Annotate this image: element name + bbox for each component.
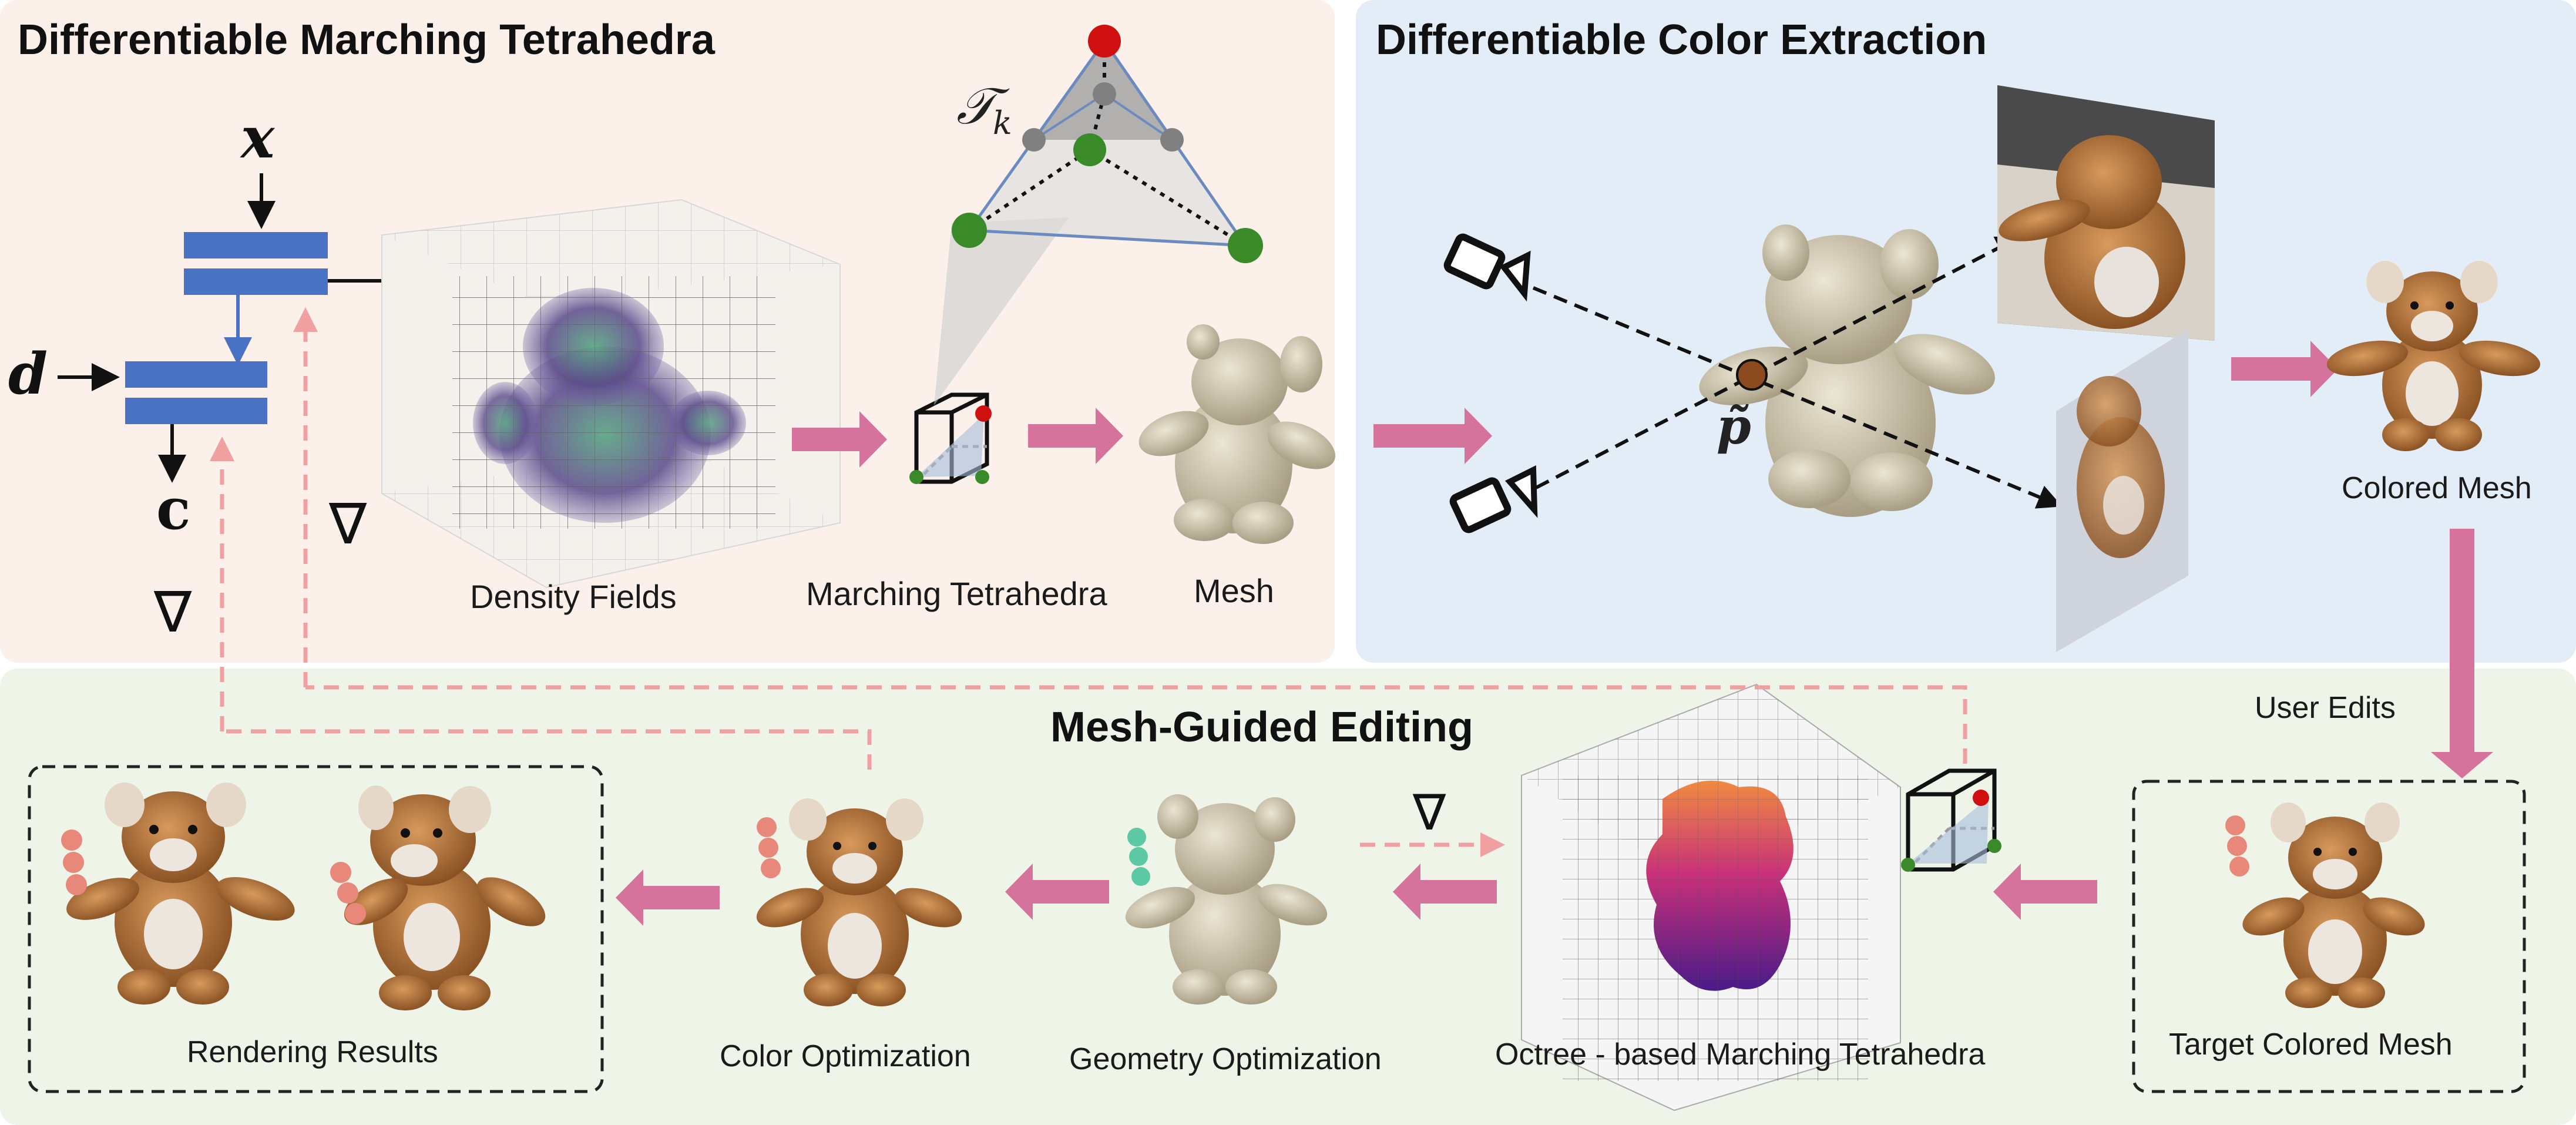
tetrahedron-zoom: 𝒯 k bbox=[952, 25, 1263, 263]
octree-mt-label: Octree - based Marching Tetrahedra bbox=[1495, 1037, 1985, 1072]
octree-grid bbox=[1521, 683, 1901, 1111]
extraction-teddy bbox=[1699, 224, 1995, 517]
rendering-results-label: Rendering Results bbox=[187, 1035, 438, 1069]
mlp-network: x d c ∇ ∇ bbox=[8, 105, 443, 731]
dce-panel-title: Differentiable Color Extraction bbox=[1376, 16, 1987, 63]
vertex-green-left bbox=[952, 213, 987, 248]
vertex-green-right bbox=[1228, 228, 1263, 263]
target-mesh-box bbox=[2132, 780, 2526, 1093]
dmt-panel-title: Differentiable Marching Tetrahedra bbox=[18, 16, 716, 63]
colored-mesh-teddy bbox=[2326, 261, 2541, 451]
octree-mt-cube bbox=[1901, 768, 2001, 872]
mlp-lower-block-top bbox=[125, 361, 267, 388]
flow-arrow-down-user-edits bbox=[2431, 529, 2493, 778]
marching-tet-cube bbox=[909, 392, 992, 484]
flow-arrow-mt-to-mesh bbox=[1028, 408, 1123, 464]
color-opt-teddy bbox=[756, 798, 962, 1006]
flow-arrow-to-dce bbox=[1373, 408, 1492, 464]
camera-top bbox=[1443, 233, 1531, 302]
vertex-gray-right bbox=[1160, 128, 1184, 152]
photo-view-top bbox=[1997, 85, 2215, 341]
density-field-grid bbox=[381, 199, 841, 589]
gradient-symbol-octree: ∇ bbox=[1412, 784, 1446, 841]
vertex-green-inner bbox=[1073, 133, 1106, 166]
dce-panel-bg bbox=[1356, 0, 2576, 663]
geometry-opt-teddy bbox=[1125, 794, 1328, 1005]
density-fields-label: Density Fields bbox=[470, 578, 677, 615]
mesh-label: Mesh bbox=[1194, 572, 1274, 609]
sample-point bbox=[1736, 359, 1768, 391]
flow-arrow-to-colored-mesh bbox=[2231, 341, 2338, 397]
render-teddy-2 bbox=[330, 785, 546, 1010]
target-teddy bbox=[2225, 802, 2425, 1008]
flow-arrow-to-rendering bbox=[616, 869, 720, 926]
d-input-symbol: d bbox=[8, 341, 48, 407]
flow-arrow-to-geometry bbox=[1393, 864, 1497, 920]
camera-bottom bbox=[1449, 465, 1538, 533]
colored-mesh-label: Colored Mesh bbox=[2342, 471, 2532, 505]
gradient-path-outer bbox=[305, 685, 1967, 764]
p-symbol: p̃ bbox=[1717, 397, 1751, 455]
mlp-upper-block-bottom bbox=[184, 268, 328, 295]
zoom-cone bbox=[934, 217, 1069, 405]
mlp-upper-block-top bbox=[184, 232, 328, 258]
vertex-gray-top bbox=[1093, 82, 1116, 106]
vertex-red bbox=[1088, 25, 1121, 58]
flow-arrow-target-to-octree bbox=[1993, 864, 2097, 920]
mlp-lower-block-bottom bbox=[125, 398, 267, 424]
tk-subscript: k bbox=[993, 105, 1012, 142]
flow-arrow-density-to-mt bbox=[792, 411, 887, 468]
x-input-symbol: x bbox=[240, 105, 276, 171]
user-edits-label: User Edits bbox=[2255, 691, 2396, 725]
gradient-symbol-left: ∇ bbox=[153, 579, 192, 645]
gradient-path-inner bbox=[222, 729, 872, 770]
color-opt-label: Color Optimization bbox=[720, 1039, 971, 1073]
vertex-gray-left bbox=[1022, 128, 1046, 152]
c-output-symbol: c bbox=[156, 476, 190, 542]
marching-tetrahedra-label: Marching Tetrahedra bbox=[806, 575, 1107, 612]
photo-view-bottom bbox=[2056, 329, 2188, 652]
mesh-teddy bbox=[1138, 324, 1335, 544]
geometry-opt-label: Geometry Optimization bbox=[1069, 1042, 1382, 1076]
render-teddy-1 bbox=[61, 783, 295, 1005]
flow-arrow-to-color bbox=[1005, 864, 1109, 920]
target-colored-mesh-label: Target Colored Mesh bbox=[2169, 1027, 2453, 1062]
mge-panel-title: Mesh-Guided Editing bbox=[1050, 704, 1473, 751]
gradient-symbol-mid: ∇ bbox=[328, 491, 367, 557]
